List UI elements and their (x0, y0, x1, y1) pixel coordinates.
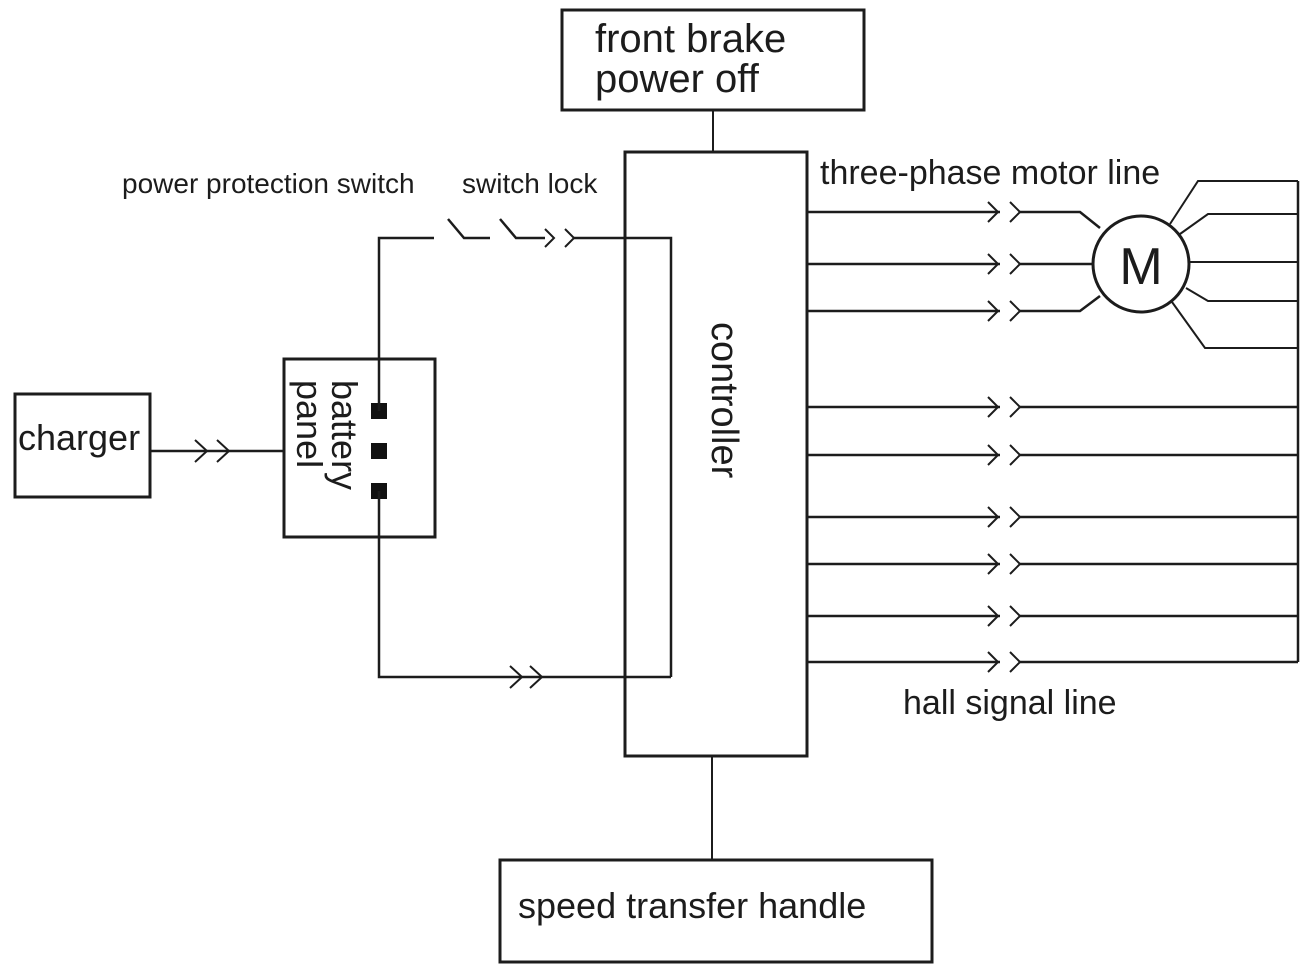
motor-hall-lead-4 (1185, 287, 1298, 302)
battery-positive-wire (377, 236, 434, 411)
hall-signal-line-4 (807, 553, 1298, 575)
three-phase-motor-line-label: three-phase motor line (820, 154, 1160, 192)
power-protection-switch-label: power protection switch (122, 168, 415, 199)
charger-label: charger (18, 417, 140, 458)
switch-lock-symbol (499, 218, 545, 240)
battery-terminal-2 (371, 443, 387, 459)
battery-panel-box (282, 357, 437, 539)
battery-negative-wire (377, 491, 671, 679)
speed-transfer-handle-box (498, 858, 934, 964)
front-brake-label-line2: power off (595, 57, 760, 101)
motor-hall-lead-1 (1169, 180, 1298, 225)
hall-signal-line-6 (807, 651, 1298, 673)
switch-to-controller-wire (574, 236, 673, 677)
battery-panel-label-line1: battery (324, 380, 365, 490)
hall-signal-line-5 (807, 605, 1298, 627)
charger-box (13, 392, 152, 499)
battery-panel-label-line2: panel (289, 380, 330, 468)
motor-hall-lead-5 (1171, 301, 1298, 349)
motor-hall-lead-2 (1179, 213, 1298, 235)
speed-transfer-handle-label: speed transfer handle (518, 885, 866, 926)
hall-signal-line-3 (807, 506, 1298, 528)
motor-circle (1091, 214, 1191, 314)
front-brake-label-line1: front brake (595, 17, 786, 61)
charger-connector-symbol (194, 439, 231, 463)
battery-return-connector-symbol (509, 665, 544, 689)
switch-lock-label: switch lock (462, 168, 598, 199)
controller-label: controller (703, 322, 745, 479)
motor-phase-line-2 (807, 253, 1093, 275)
hall-signal-line-label: hall signal line (903, 684, 1117, 722)
hall-signal-line-1 (807, 396, 1298, 418)
switch-lock-connector-symbol (544, 228, 576, 248)
motor-phase-line-3 (807, 295, 1101, 322)
motor-symbol-label: M (1119, 238, 1162, 296)
motor-phase-line-1 (807, 201, 1101, 229)
power-protection-switch-symbol (447, 218, 490, 240)
hall-signal-line-2 (807, 444, 1298, 466)
